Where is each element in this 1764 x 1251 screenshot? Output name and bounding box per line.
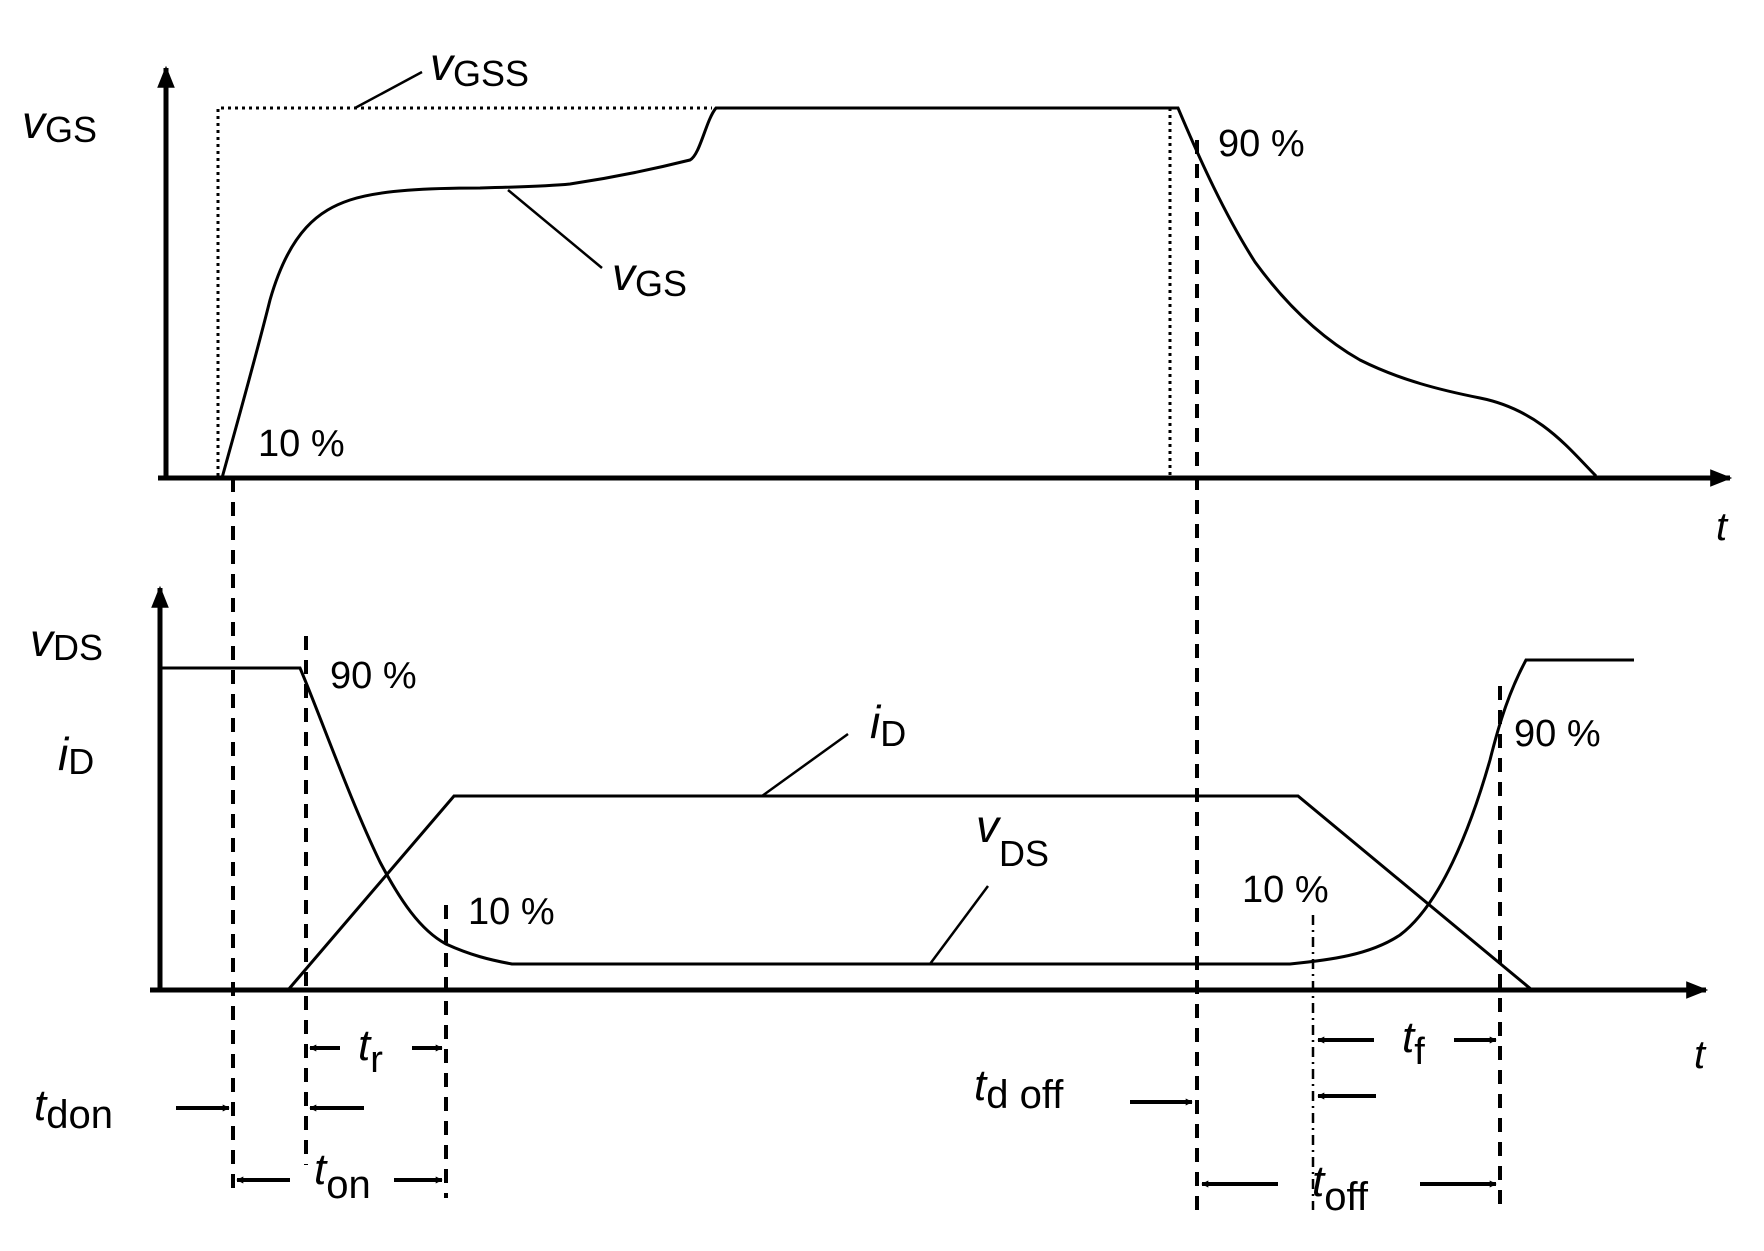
vgss-label: vGSS [430,38,529,94]
toff-label: toff [1312,1157,1369,1219]
vds-leader [928,885,990,965]
bottom-panel: vDS iD t iD vDS 90 % 10 % 10 % 90 % [30,585,1709,1077]
id-leader [761,732,849,798]
id-curve-label: iD [870,696,906,754]
bottom-pct-90-off: 90 % [1514,713,1601,755]
id-waveform [286,794,1533,992]
top-y-axis-label: vGS [22,96,97,150]
top-panel: vGS t vGSS vGS 10 % 90 % [22,38,1733,549]
tdoff-label: td off [974,1061,1064,1117]
bottom-pct-10-on: 10 % [468,891,555,933]
tdon-label: tdon [34,1081,113,1137]
timing-intervals [176,1036,1497,1188]
vds-curve-label: vDS [976,800,1049,874]
top-pct-10: 10 % [258,423,345,465]
ton-label: ton [314,1145,371,1207]
tr-label: tr [358,1021,383,1081]
bottom-y-axis-label-id: iD [58,728,94,782]
vgss-leader [354,70,423,110]
vgs-leader [507,189,603,269]
vds-waveform [160,658,1634,966]
tf-label: tf [1402,1013,1425,1073]
bottom-y-axis-label-vds: vDS [30,614,103,668]
bottom-pct-90-on: 90 % [330,655,417,697]
top-pct-90: 90 % [1218,123,1305,165]
timing-guides [231,140,1502,1210]
bottom-x-axis-label: t [1694,1033,1707,1077]
vgs-curve-label: vGS [612,248,687,304]
vgs-waveform [220,106,1598,479]
bottom-pct-10-off: 10 % [1242,869,1329,911]
top-x-axis-label: t [1716,505,1729,549]
